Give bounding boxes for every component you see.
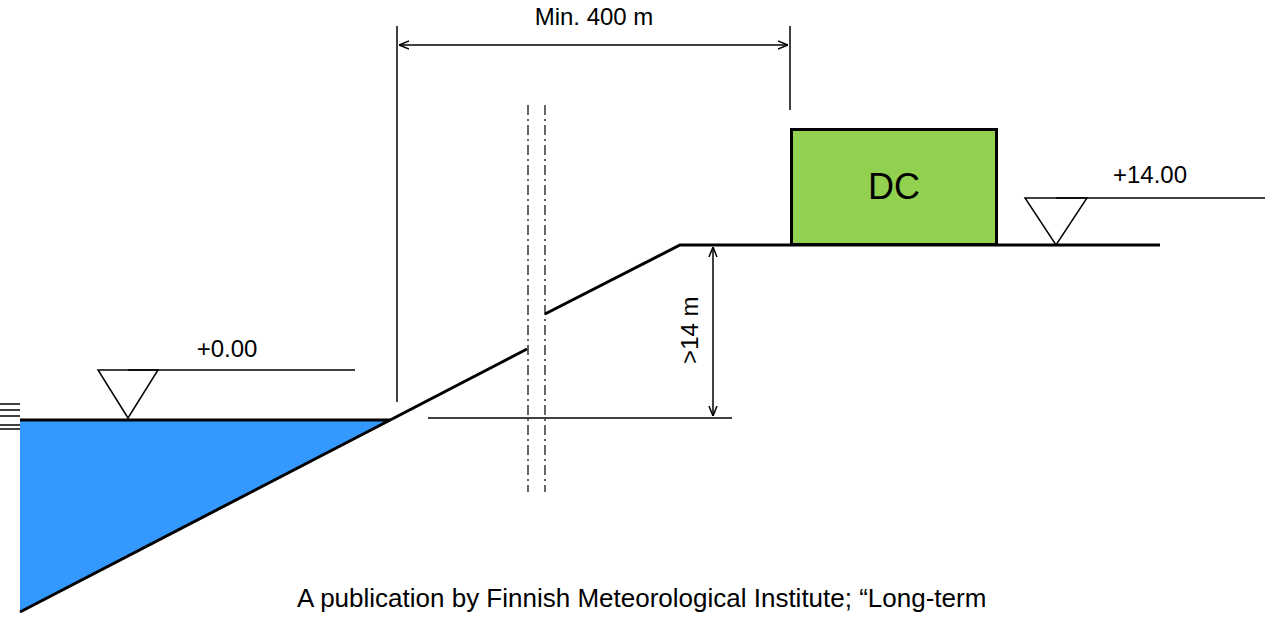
level-marker xyxy=(1025,198,1265,245)
dimension-line xyxy=(397,26,790,402)
distance-dimension: Min. 400 m xyxy=(535,4,654,30)
data-center-box: DC xyxy=(790,128,998,246)
water-surface xyxy=(20,419,390,422)
ground-slope xyxy=(20,349,527,612)
box-label: DC xyxy=(868,167,920,207)
ground-line xyxy=(545,245,1160,314)
level-value: +14.00 xyxy=(1113,162,1187,188)
dimension-line xyxy=(428,247,732,418)
break-line xyxy=(528,105,545,492)
height-dimension: >14 m xyxy=(678,296,704,363)
source-caption: A publication by Finnish Meteorological … xyxy=(297,584,986,613)
level-marker xyxy=(98,370,355,418)
water-symbol xyxy=(0,404,20,429)
level-value: +0.00 xyxy=(197,336,258,362)
